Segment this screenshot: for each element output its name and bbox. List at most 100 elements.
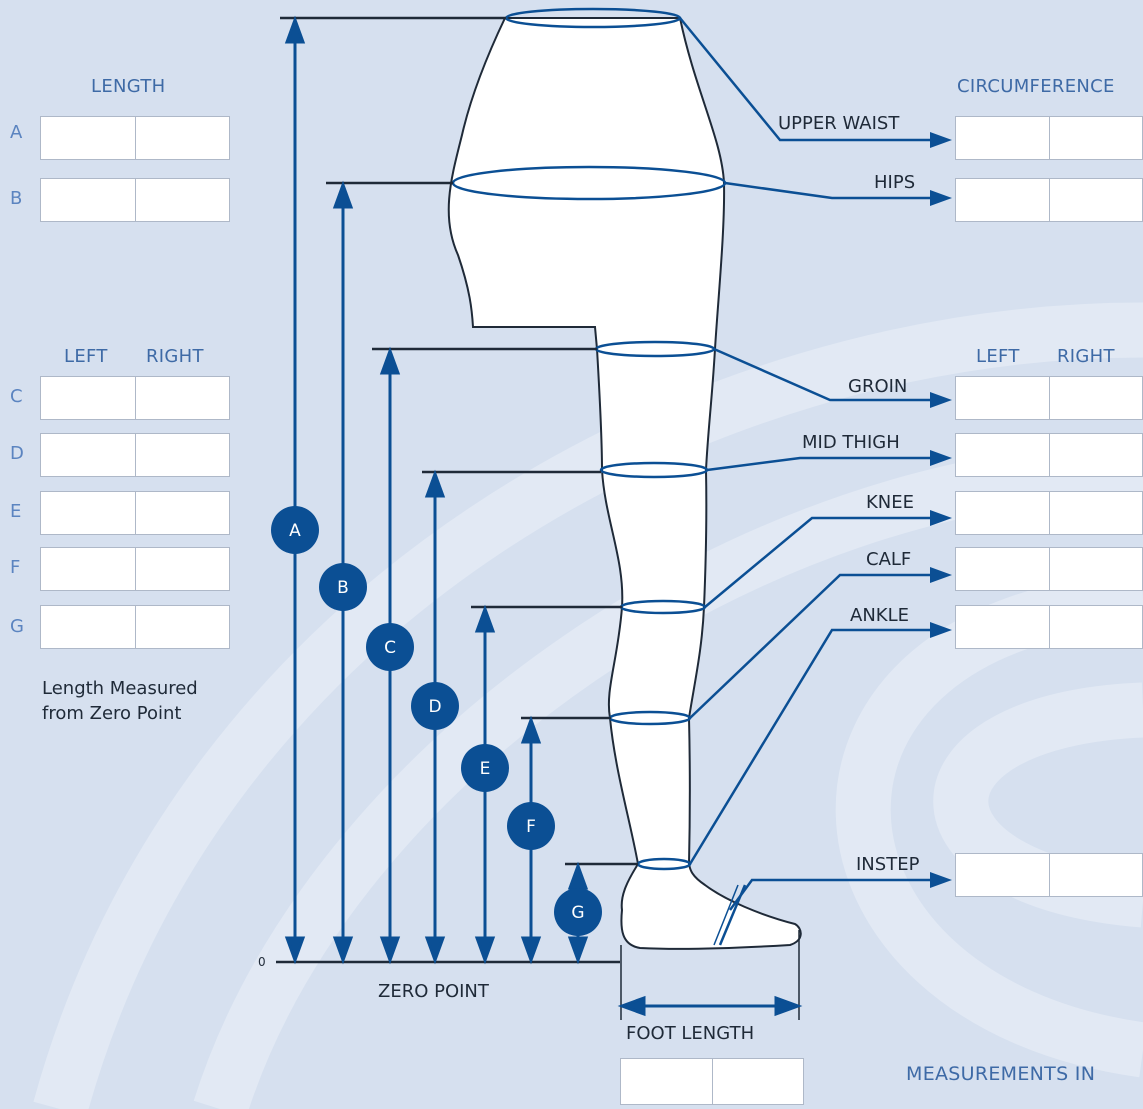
upper-waist-box[interactable] xyxy=(955,116,1143,160)
badge-c xyxy=(366,623,414,671)
knee-right-field[interactable] xyxy=(1048,492,1142,534)
row-letter-a: A xyxy=(10,122,23,143)
length-b-right-field[interactable] xyxy=(134,179,229,221)
mid-thigh-box[interactable] xyxy=(955,433,1143,477)
length-g-right-field[interactable] xyxy=(134,606,229,648)
badge-d-label: D xyxy=(428,697,441,717)
note-line-2: from Zero Point xyxy=(42,703,182,724)
ankle-left-field[interactable] xyxy=(956,606,1049,648)
length-f-left-field[interactable] xyxy=(41,548,135,590)
length-b-left-field[interactable] xyxy=(41,179,135,221)
label-instep: INSTEP xyxy=(856,854,920,875)
circumference-header: CIRCUMFERENCE xyxy=(957,76,1115,97)
foot-length-right-field[interactable] xyxy=(711,1059,803,1104)
length-header: LENGTH xyxy=(91,76,166,97)
instep-box[interactable] xyxy=(955,853,1143,897)
circ-right-header: RIGHT xyxy=(1057,346,1115,367)
groin-right-field[interactable] xyxy=(1048,377,1142,419)
foot-length-box[interactable] xyxy=(620,1058,804,1105)
length-c-right-field[interactable] xyxy=(134,377,229,419)
calf-right-field[interactable] xyxy=(1048,548,1142,590)
leader-knee xyxy=(704,516,938,608)
groin-box[interactable] xyxy=(955,376,1143,420)
row-letter-d: D xyxy=(10,443,24,464)
label-calf: CALF xyxy=(866,549,912,570)
length-a-left-field[interactable] xyxy=(41,117,135,159)
length-d-left-field[interactable] xyxy=(41,434,135,476)
length-g-box[interactable] xyxy=(40,605,230,649)
instep-right-field[interactable] xyxy=(1048,854,1142,896)
calf-left-field[interactable] xyxy=(956,548,1049,590)
leader-ankle xyxy=(688,628,938,865)
leader-instep xyxy=(728,878,938,911)
leader-upper-waist xyxy=(679,17,938,142)
row-letter-e: E xyxy=(10,501,22,522)
badge-f-label: F xyxy=(526,817,536,837)
calf-box[interactable] xyxy=(955,547,1143,591)
length-e-right-field[interactable] xyxy=(134,492,229,534)
length-b-box[interactable] xyxy=(40,178,230,222)
upper-waist-left-field[interactable] xyxy=(956,117,1049,159)
length-g-left-field[interactable] xyxy=(41,606,135,648)
hips-right-field[interactable] xyxy=(1048,179,1142,221)
length-right-header: RIGHT xyxy=(146,346,204,367)
label-knee: KNEE xyxy=(866,492,915,513)
stocking-silhouette xyxy=(447,17,802,950)
row-letter-c: C xyxy=(10,386,23,407)
mid-thigh-right-field[interactable] xyxy=(1048,434,1142,476)
label-mid-thigh: MID THIGH xyxy=(802,432,900,453)
badge-c-label: C xyxy=(384,638,396,658)
leader-groin xyxy=(713,347,938,402)
badge-b xyxy=(319,563,367,611)
mid-thigh-left-field[interactable] xyxy=(956,434,1049,476)
circ-left-header: LEFT xyxy=(976,346,1020,367)
badge-d xyxy=(411,682,459,730)
leader-calf xyxy=(689,573,938,719)
label-hips: HIPS xyxy=(874,172,916,193)
length-e-left-field[interactable] xyxy=(41,492,135,534)
length-left-header: LEFT xyxy=(64,346,108,367)
badge-g-label: G xyxy=(571,903,584,923)
length-d-right-field[interactable] xyxy=(134,434,229,476)
zero-point-label: ZERO POINT xyxy=(378,981,489,1002)
foot-length-left-field[interactable] xyxy=(621,1059,712,1104)
badge-e xyxy=(461,744,509,792)
badge-e-label: E xyxy=(480,759,491,779)
upper-waist-right-field[interactable] xyxy=(1048,117,1142,159)
instep-left-field[interactable] xyxy=(956,854,1049,896)
note-line-1: Length Measured xyxy=(42,678,198,699)
length-c-box[interactable] xyxy=(40,376,230,420)
hips-left-field[interactable] xyxy=(956,179,1049,221)
length-f-right-field[interactable] xyxy=(134,548,229,590)
label-upper-waist: UPPER WAIST xyxy=(778,113,900,134)
length-e-box[interactable] xyxy=(40,491,230,535)
badge-f xyxy=(507,802,555,850)
groin-left-field[interactable] xyxy=(956,377,1049,419)
length-a-right-field[interactable] xyxy=(134,117,229,159)
row-letter-g: G xyxy=(10,616,24,637)
badge-g xyxy=(554,888,602,936)
hips-box[interactable] xyxy=(955,178,1143,222)
ankle-right-field[interactable] xyxy=(1048,606,1142,648)
leader-mid-thigh xyxy=(706,456,938,472)
row-letter-f: F xyxy=(10,557,21,578)
length-f-box[interactable] xyxy=(40,547,230,591)
foot-length-label: FOOT LENGTH xyxy=(626,1023,755,1044)
label-ankle: ANKLE xyxy=(850,605,909,626)
knee-box[interactable] xyxy=(955,491,1143,535)
row-letter-b: B xyxy=(10,188,23,209)
leader-hips xyxy=(724,181,938,200)
zero-mark: 0 xyxy=(258,955,266,969)
badge-a xyxy=(271,506,319,554)
length-c-left-field[interactable] xyxy=(41,377,135,419)
badge-a-label: A xyxy=(289,521,301,541)
ankle-box[interactable] xyxy=(955,605,1143,649)
badges xyxy=(271,506,602,936)
length-a-box[interactable] xyxy=(40,116,230,160)
knee-left-field[interactable] xyxy=(956,492,1049,534)
label-groin: GROIN xyxy=(848,376,908,397)
badge-b-label: B xyxy=(337,578,349,598)
length-d-box[interactable] xyxy=(40,433,230,477)
measurements-in-label: MEASUREMENTS IN xyxy=(906,1063,1096,1085)
